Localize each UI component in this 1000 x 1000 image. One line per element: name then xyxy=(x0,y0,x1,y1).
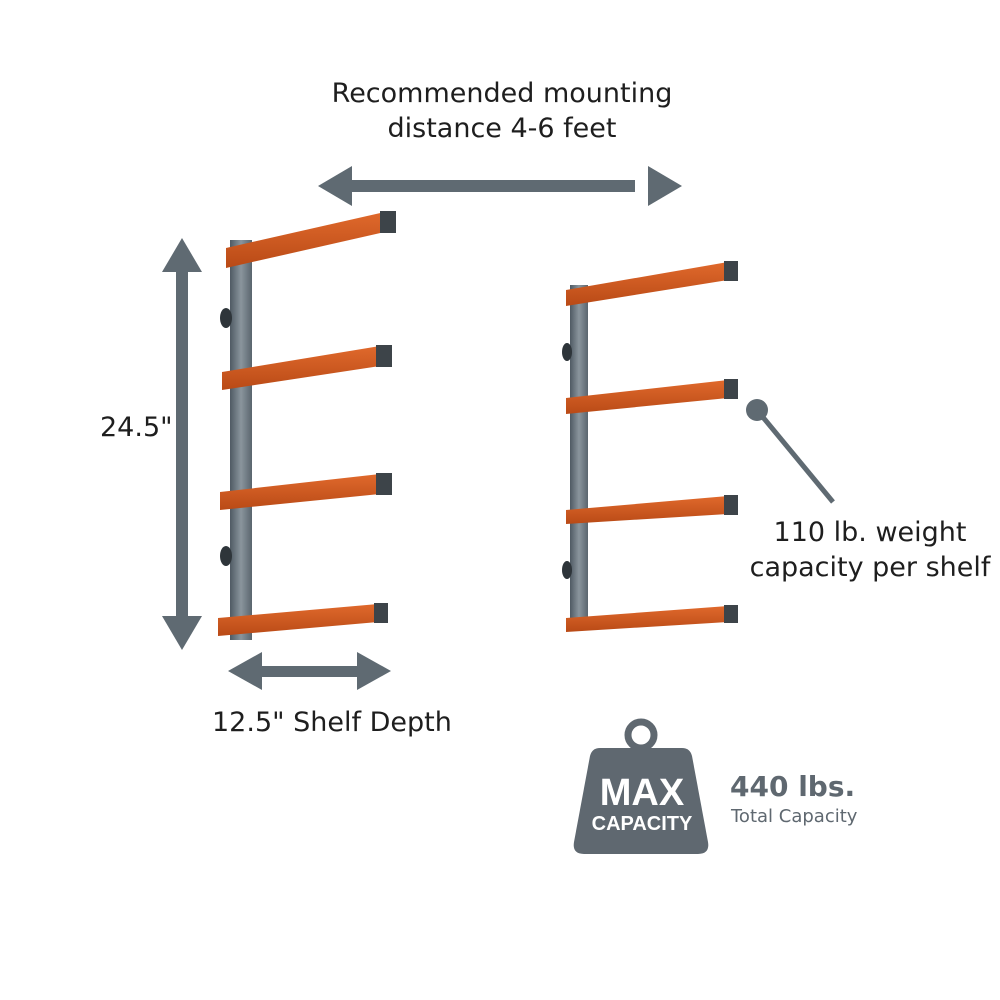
badge-max: MAX xyxy=(599,772,685,814)
right-rack xyxy=(562,261,738,632)
weight-line-1: 110 lb. weight xyxy=(773,517,967,548)
mounting-distance-label: Recommended mounting distance 4-6 feet xyxy=(0,76,1000,146)
mounting-line-1: Recommended mounting xyxy=(331,78,673,109)
total-capacity-value: 440 lbs. xyxy=(730,770,856,803)
depth-label: 12.5" Shelf Depth xyxy=(212,707,452,738)
height-label: 24.5" xyxy=(100,412,173,443)
left-rack xyxy=(218,211,396,640)
mounting-distance-arrow xyxy=(318,166,682,206)
max-capacity-weight-icon xyxy=(573,718,709,854)
weight-line-2: capacity per shelf xyxy=(749,552,991,584)
weight-per-shelf-label: 110 lb. weight capacity per shelf xyxy=(740,515,1000,585)
depth-arrow xyxy=(228,652,391,690)
height-arrow xyxy=(162,238,202,650)
badge-capacity: CAPACITY xyxy=(591,813,693,835)
total-capacity-label: Total Capacity xyxy=(731,806,858,827)
weight-callout xyxy=(746,399,835,504)
mounting-line-2: distance 4-6 feet xyxy=(387,113,617,145)
